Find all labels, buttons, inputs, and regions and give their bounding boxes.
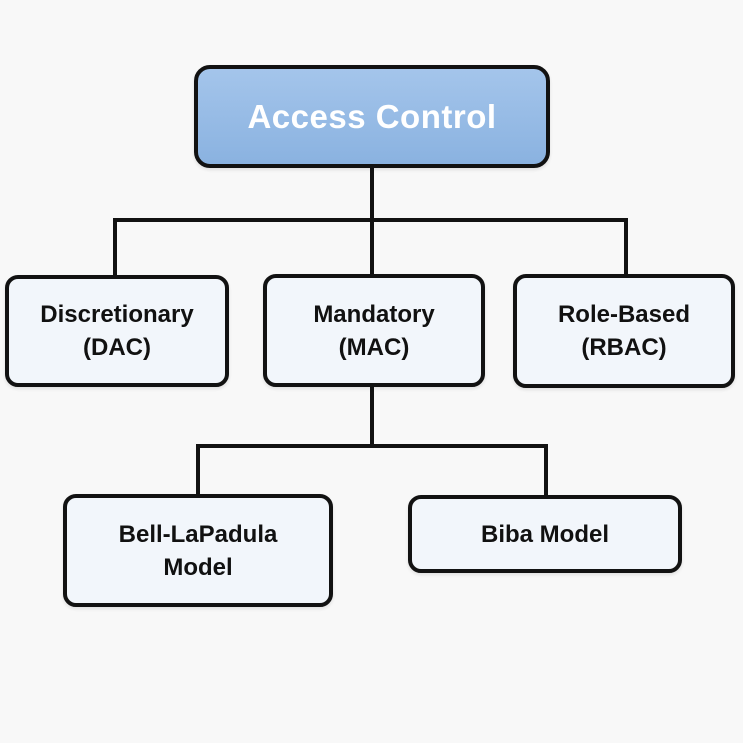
node-discretionary-dac-label: Discretionary (DAC) (40, 298, 193, 364)
node-mandatory-mac-line1: Mandatory (313, 300, 435, 328)
edge-level2-horizontal-bus (113, 218, 628, 222)
node-mandatory-mac-line2: (MAC) (338, 333, 410, 361)
node-bell-lapadula-model-label: Bell-LaPadula Model (119, 518, 278, 584)
node-discretionary-dac-line1: Discretionary (40, 301, 194, 328)
node-access-control-label: Access Control (247, 97, 497, 135)
node-bell-lapadula-model: Bell-LaPadula Model (63, 494, 333, 607)
node-bell-lapadula-model-line1: Bell-LaPadula (118, 520, 278, 548)
node-biba-model: Biba Model (408, 495, 682, 573)
edge-mac-to-level3-vertical (370, 385, 374, 446)
edge-drop-to-biba (544, 444, 548, 497)
node-role-based-rbac-line2: (RBAC) (581, 334, 667, 361)
node-discretionary-dac-line2: (DAC) (83, 334, 151, 361)
node-role-based-rbac: Role-Based (RBAC) (513, 274, 735, 388)
edge-drop-to-rbac (624, 218, 628, 276)
node-bell-lapadula-model-line2: Model (163, 553, 233, 581)
node-access-control: Access Control (194, 65, 550, 168)
node-role-based-rbac-line1: Role-Based (557, 301, 691, 328)
node-discretionary-dac: Discretionary (DAC) (5, 275, 229, 387)
node-mandatory-mac: Mandatory (MAC) (263, 274, 485, 387)
edge-level3-horizontal-bus (196, 444, 548, 448)
node-biba-model-label: Biba Model (480, 520, 609, 548)
node-mandatory-mac-label: Mandatory (MAC) (313, 298, 434, 364)
node-role-based-rbac-label: Role-Based (RBAC) (558, 298, 690, 364)
edge-drop-to-bell-lapadula (196, 444, 200, 496)
edge-drop-to-dac (113, 218, 117, 277)
